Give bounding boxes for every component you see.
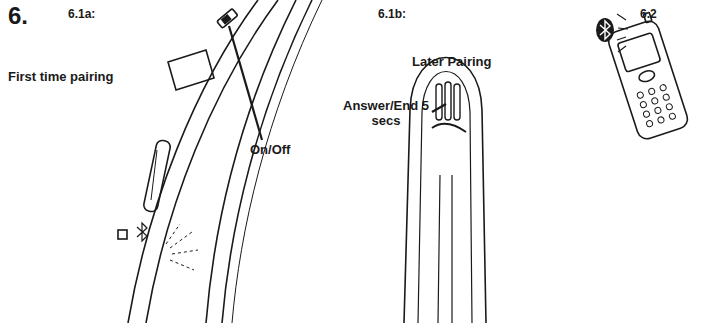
bluetooth-icon <box>596 18 614 42</box>
figure-label: Answer/End 5 secs <box>342 99 430 129</box>
button-square <box>118 230 127 239</box>
signal-rays <box>617 14 628 52</box>
grip-bars <box>436 82 460 120</box>
band-outline <box>232 0 322 323</box>
figure-label: 6.2 <box>640 8 657 22</box>
figure-label: 6.1a: <box>68 8 95 22</box>
band-outline <box>128 0 258 323</box>
led-rays <box>166 224 198 270</box>
stem-line <box>438 175 452 323</box>
figure-label: On/Off <box>250 143 290 158</box>
leader-line <box>432 104 446 112</box>
step-number: 6. <box>8 2 28 30</box>
on-off-switch <box>217 9 238 29</box>
figure-label: Later Pairing <box>412 55 491 70</box>
volume-slot <box>143 139 172 212</box>
switch-knob <box>222 15 231 23</box>
display-panel <box>168 50 214 90</box>
mobile-phone <box>603 11 690 141</box>
earpiece-outline <box>404 58 486 323</box>
figure-label: 6.1b: <box>378 8 406 22</box>
leader-line <box>229 26 262 140</box>
figure-label: First time pairing <box>8 70 113 85</box>
bluetooth-mark <box>137 223 147 241</box>
button-arc <box>432 124 466 132</box>
band-outline <box>222 0 312 323</box>
slot-line <box>151 150 157 200</box>
